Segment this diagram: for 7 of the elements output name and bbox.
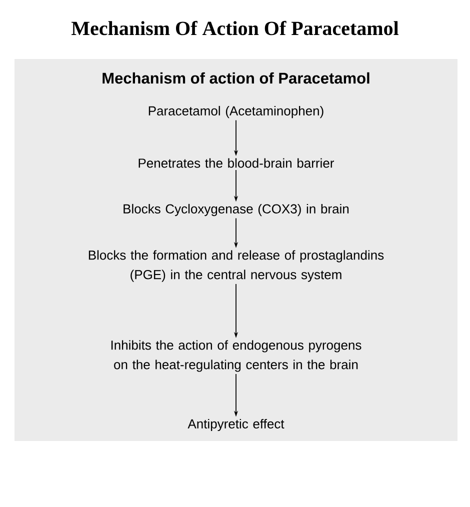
step-text: Antipyretic effect	[188, 418, 284, 432]
step-text: Blocks Cycloxygenase (COX3) in brain	[124, 204, 349, 216]
title: Mechanism Of Action Of Paracetamol	[72, 20, 398, 36]
step-text: Blocks the formation and release of prostaglandins (PGE) in the central nervous system	[88, 250, 384, 282]
step-text: Paracetamol (Acetaminophen)	[148, 106, 324, 118]
step-text: Inhibits the action of endogenous pyrogens on the heat-regulating centers in the brain	[111, 340, 362, 372]
step-text: Penetrates the blood-brain barrier	[138, 158, 334, 168]
